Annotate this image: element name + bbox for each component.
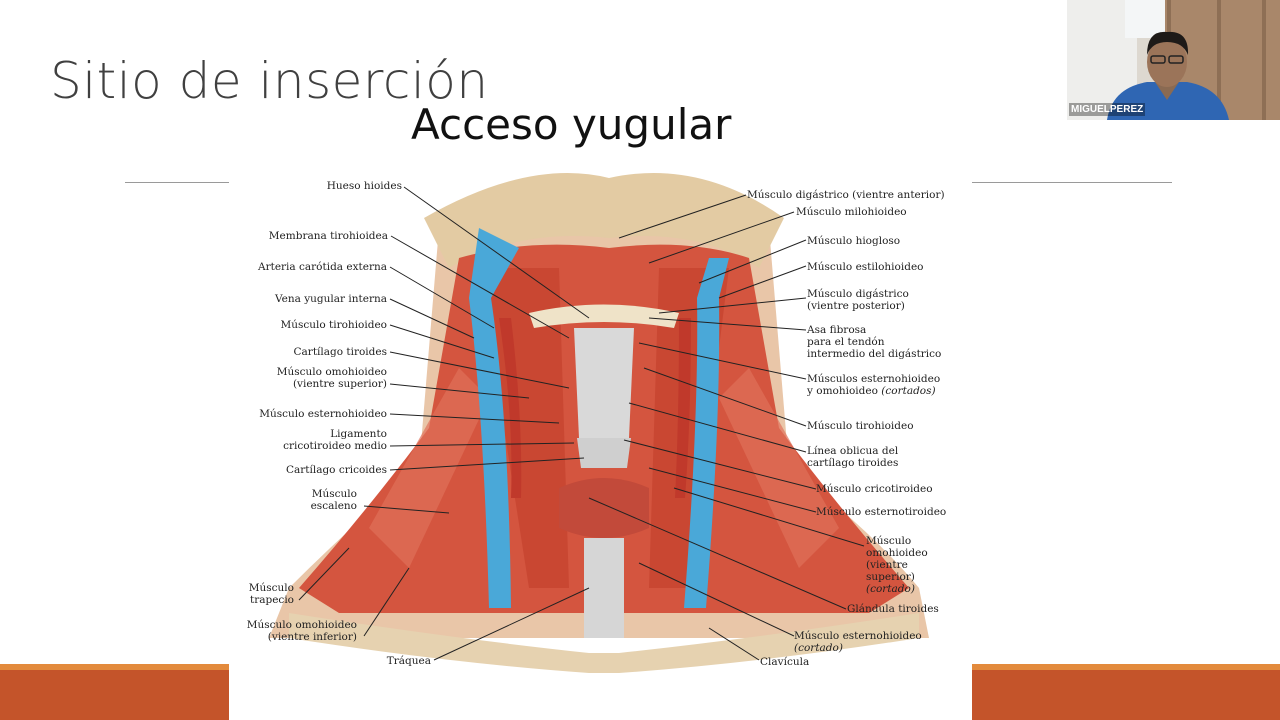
label-cartilago-cricoides: Cartílago cricoides <box>285 464 387 476</box>
label-line: intermedio del digástrico <box>807 348 942 360</box>
label-musculo-escaleno: Músculo escaleno <box>311 488 357 512</box>
label-musculo-trapecio: Músculo trapecio <box>249 582 294 606</box>
label-esternohioideo-cortado: Músculo esternohioideo (cortado) <box>794 630 922 654</box>
label-tirohioideo-right: Músculo tirohioideo <box>807 420 914 432</box>
slide-title: Sitio de inserción <box>50 52 489 110</box>
label-clavicula: Clavícula <box>760 656 810 668</box>
label-traquea: Tráquea <box>386 655 431 667</box>
participant-video-tile[interactable]: MIGUELPEREZ <box>1067 0 1280 120</box>
label-esternohioideo-omohioideo-cortados: Músculos esternohioideo y omohioideo (co… <box>807 373 940 397</box>
label-ligamento-cricotiroideo: Ligamento cricotiroideo medio <box>283 428 387 452</box>
label-arteria-carotida-externa: Arteria carótida externa <box>258 261 387 273</box>
label-digastrico-anterior: Músculo digástrico (vientre anterior) <box>747 189 945 201</box>
label-hiogloso: Músculo hiogloso <box>807 235 901 247</box>
footer-band-left <box>0 664 229 720</box>
label-estilohioideo: Músculo estilohioideo <box>807 261 924 273</box>
label-part: y omohioideo <box>807 385 878 397</box>
slide-subtitle: Acceso yugular <box>411 100 732 149</box>
label-line: cartílago tiroides <box>807 457 899 469</box>
participant-video-image <box>1067 0 1280 120</box>
label-line: cricotiroideo medio <box>283 440 387 452</box>
label-line: Músculo <box>311 488 357 500</box>
label-line: Músculos esternohioideo <box>807 373 941 385</box>
label-cricotiroideo: Músculo cricotiroideo <box>816 483 933 495</box>
label-line: Músculo <box>248 582 294 594</box>
label-line: escaleno <box>310 500 357 512</box>
label-musculo-omohioideo-superior: Músculo omohioideo (vientre superior) <box>277 366 387 390</box>
label-digastrico-posterior: Músculo digástrico (vientre posterior) <box>807 288 909 312</box>
label-line: Músculo digástrico <box>807 288 909 300</box>
label-line: Línea oblicua del <box>807 445 899 457</box>
label-line: (vientre superior) <box>292 378 387 390</box>
label-milohioideo: Músculo milohioideo <box>796 206 907 218</box>
label-line: (cortado) <box>794 642 843 654</box>
label-line: (cortado) <box>866 583 915 595</box>
label-line: trapecio <box>250 594 294 606</box>
label-line: (vientre inferior) <box>267 631 357 643</box>
label-line: Ligamento <box>330 428 387 440</box>
label-omohioideo-superior-cortado: Músculo omohioideo (vientre superior) (c… <box>866 535 928 595</box>
label-line: Músculo <box>866 535 912 547</box>
label-musculo-esternohioideo-left: Músculo esternohioideo <box>259 408 387 420</box>
label-esternotiroideo: Músculo esternotiroideo <box>816 506 947 518</box>
label-hueso-hioides: Hueso hioides <box>326 180 402 192</box>
label-musculo-tirohioideo-left: Músculo tirohioideo <box>280 319 387 331</box>
label-membrana-tirohioidea: Membrana tirohioidea <box>268 230 388 242</box>
divider-left <box>125 182 229 183</box>
label-line: y omohioideo (cortados) <box>807 385 940 397</box>
neck-anatomy-figure: Hueso hioides Membrana tirohioidea Arter… <box>229 168 972 720</box>
divider-right <box>972 182 1172 183</box>
neck-anatomy-illustration <box>269 173 929 673</box>
label-line: Asa fibrosa <box>807 324 867 336</box>
label-line: para el tendón <box>807 336 885 348</box>
participant-name: MIGUELPEREZ <box>1069 103 1146 116</box>
footer-band-right <box>972 664 1280 720</box>
label-glandula-tiroides: Glándula tiroides <box>847 603 939 615</box>
label-part-italic: (cortados) <box>881 385 936 397</box>
label-vena-yugular-interna: Vena yugular interna <box>275 293 387 305</box>
label-line: Músculo esternohioideo <box>794 630 922 642</box>
label-line: Músculo omohioideo <box>246 619 357 631</box>
label-linea-oblicua: Línea oblicua del cartílago tiroides <box>807 445 898 469</box>
label-line: (vientre posterior) <box>807 300 905 312</box>
label-line: (vientre <box>866 559 908 571</box>
label-line: Músculo omohioideo <box>276 366 387 378</box>
label-line: superior) <box>866 571 915 583</box>
label-asa-fibrosa: Asa fibrosa para el tendón intermedio de… <box>807 324 941 360</box>
label-musculo-omohioideo-inferior: Músculo omohioideo (vientre inferior) <box>247 619 357 643</box>
label-cartilago-tiroides: Cartílago tiroides <box>293 346 388 358</box>
label-line: omohioideo <box>866 547 928 559</box>
